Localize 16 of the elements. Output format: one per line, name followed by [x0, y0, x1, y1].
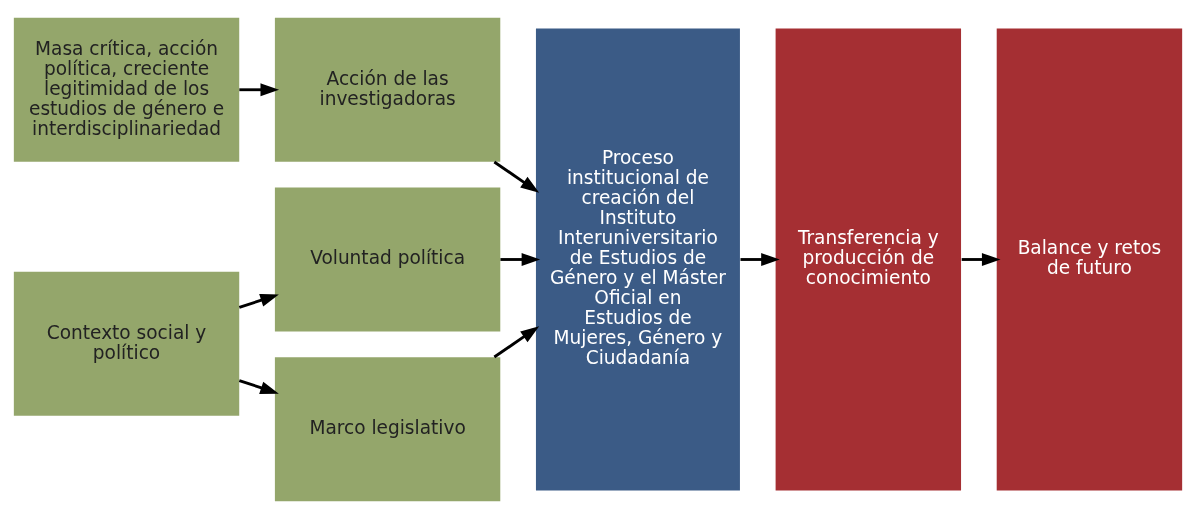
arrow: [740, 253, 780, 266]
arrow: [239, 83, 280, 97]
arrow: [961, 253, 1001, 266]
node-box: Acción de las investigadoras: [274, 17, 501, 162]
node-box: Balance y retos de futuro: [996, 28, 1183, 491]
node-box: Masa crítica, acción política, creciente legitimidad de los estudios de género e interdisciplinariedad: [13, 17, 240, 162]
arrow: [493, 160, 540, 193]
arrow: [238, 294, 279, 309]
node-box: Transferencia y producción de conocimiento: [775, 28, 962, 491]
node-box: Contexto social y político: [13, 271, 240, 416]
arrow: [493, 326, 540, 359]
node-box: Marco legislativo: [274, 357, 501, 502]
arrow: [238, 379, 279, 394]
arrow: [500, 253, 541, 266]
node-box: Proceso institucional de creación del Instituto Interuniversitario de Estudios de Género y el Máster Oficial en Estudios de Mujeres, Género y Ciudadanía: [535, 28, 740, 491]
node-box: Voluntad política: [274, 187, 501, 332]
